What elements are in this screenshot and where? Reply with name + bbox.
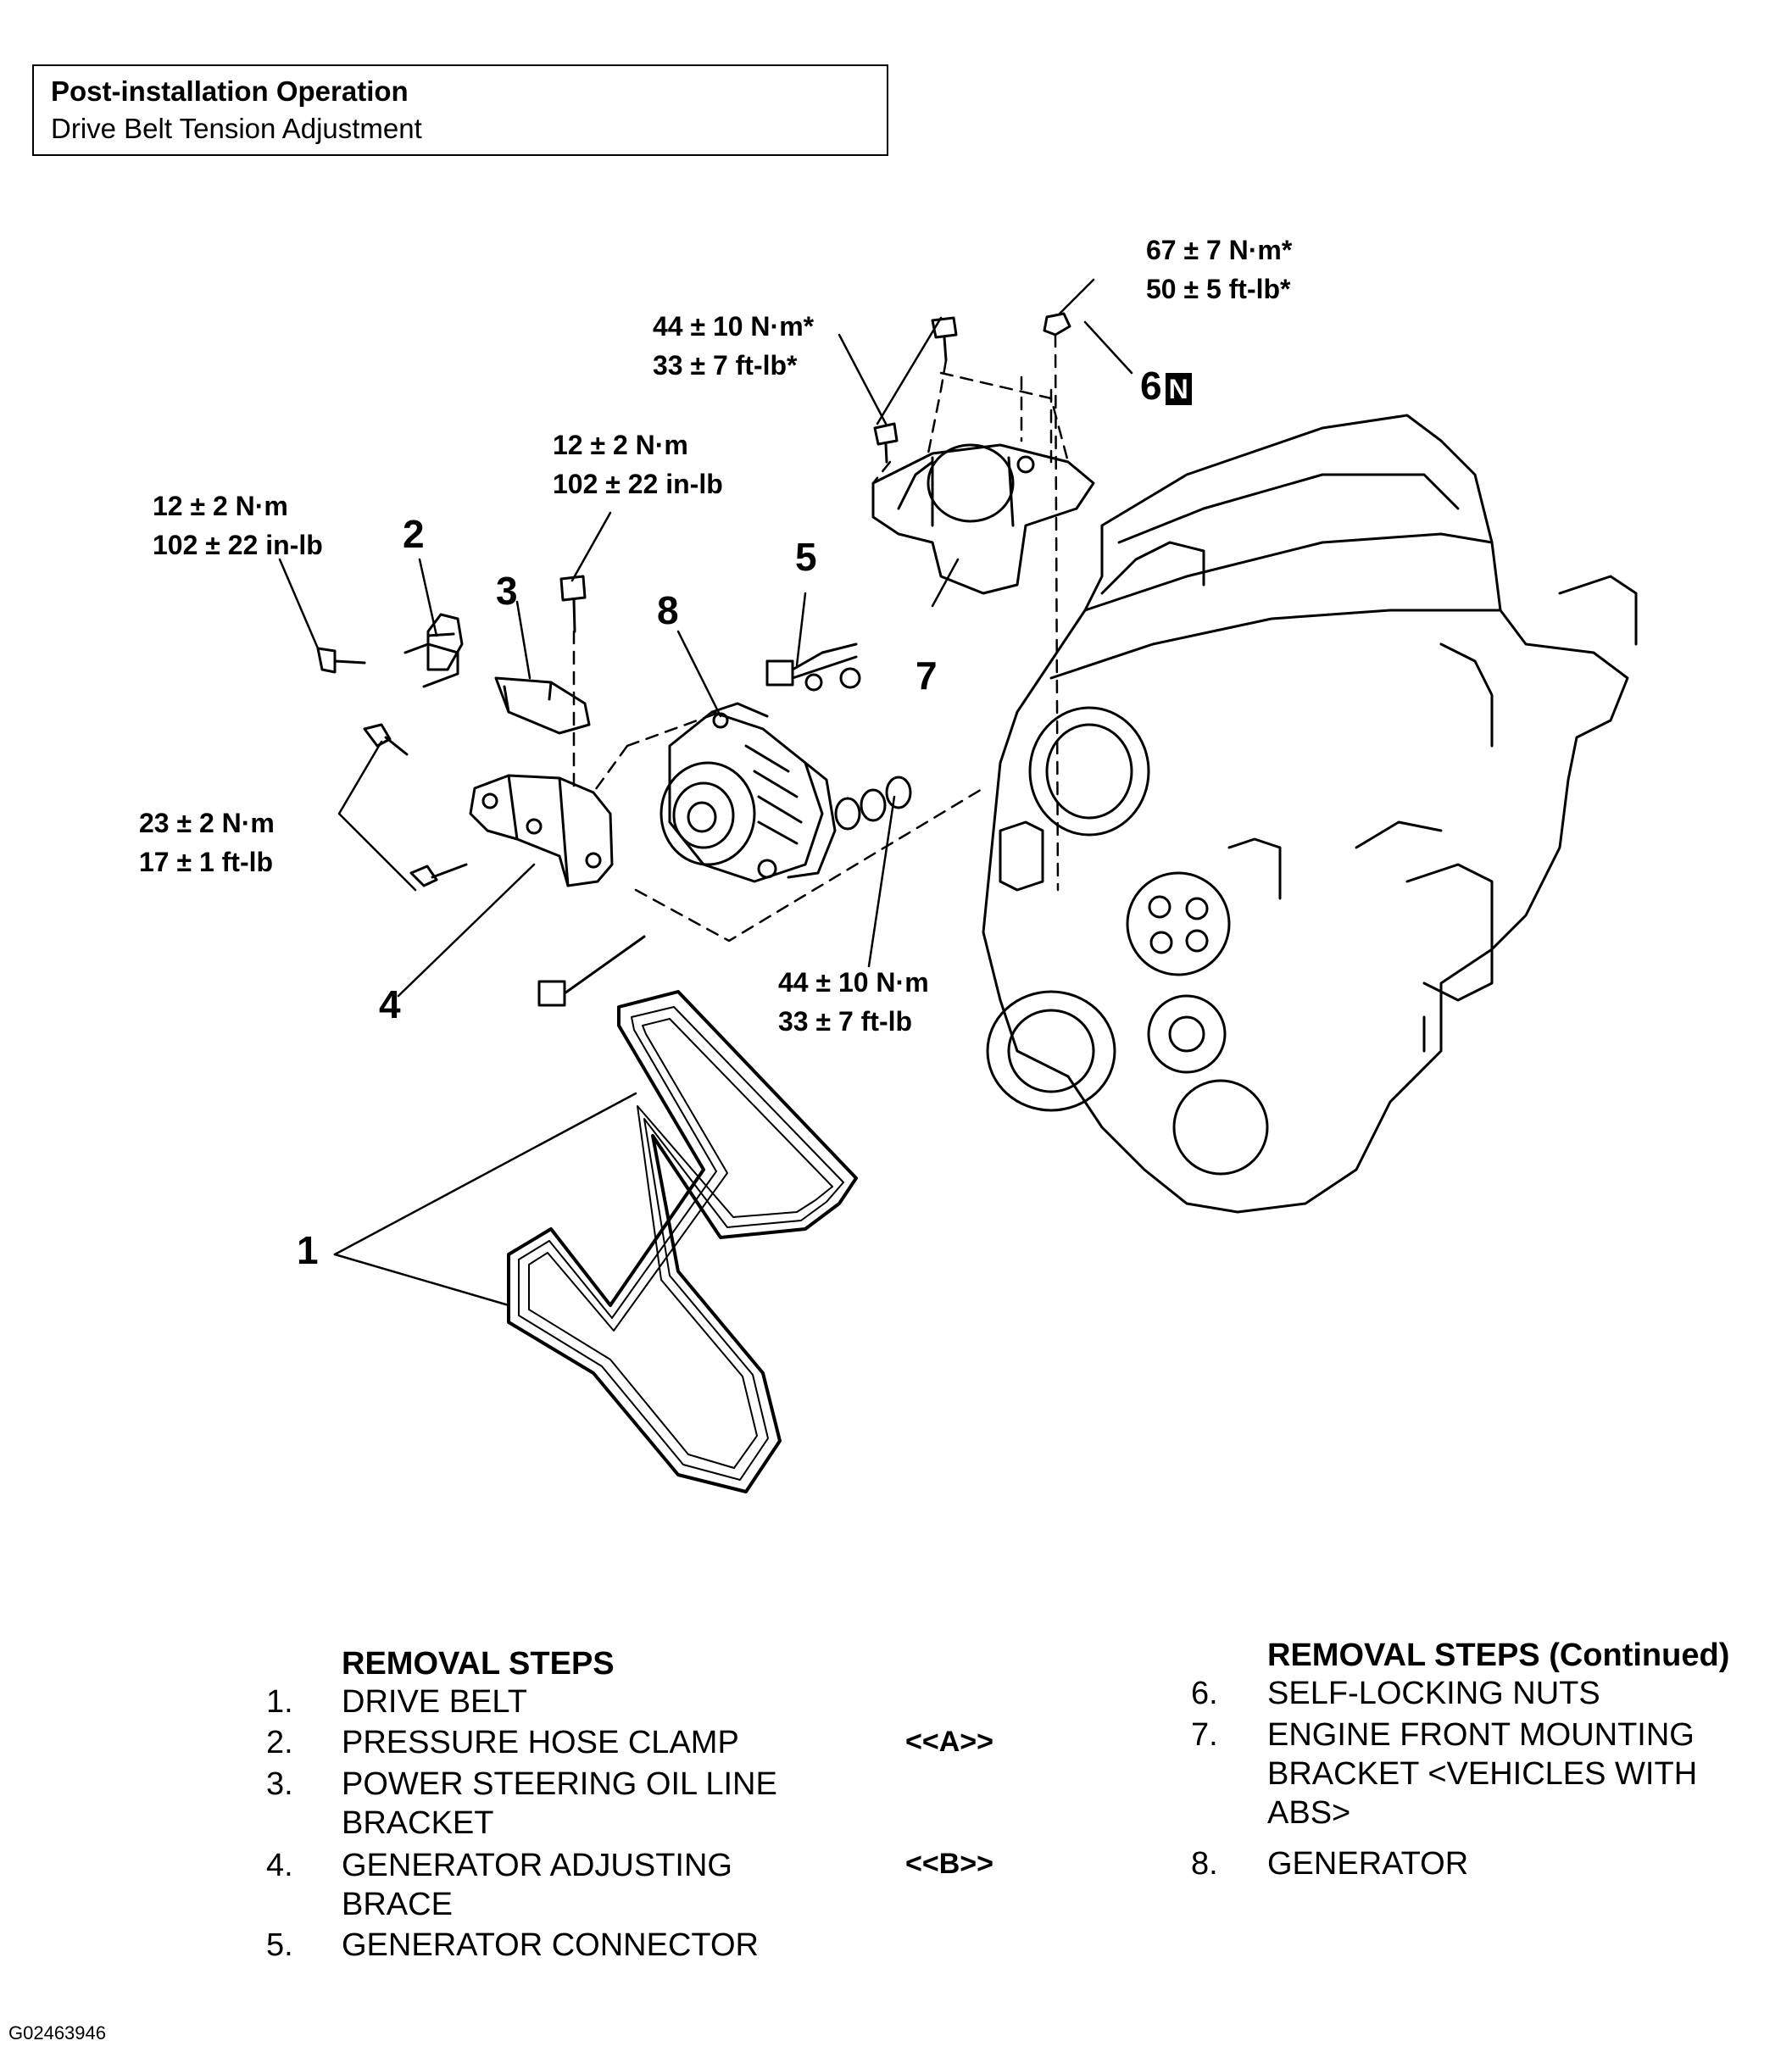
step-number: 2. <box>266 1725 293 1760</box>
torque-ft: 33 ± 7 ft-lb* <box>653 350 798 381</box>
step-text: PRESSURE HOSE CLAMP <box>342 1725 739 1760</box>
generator-connector <box>765 642 861 692</box>
step-text-cont: ABS> <box>1267 1795 1351 1831</box>
step-number: 8. <box>1191 1846 1218 1882</box>
part-number-6-text: 6 <box>1140 364 1162 408</box>
part-number-3: 3 <box>496 569 518 613</box>
procedure-ref-b: <<B>> <box>905 1848 993 1880</box>
step-number: 5. <box>266 1927 293 1963</box>
removal-steps-continued-title: REMOVAL STEPS (Continued) <box>1267 1638 1730 1673</box>
step-text-cont: BRACKET <VEHICLES WITH <box>1267 1756 1698 1792</box>
drive-belt <box>507 990 858 1493</box>
step-number: 4. <box>266 1848 293 1883</box>
part-number-8: 8 <box>657 588 679 632</box>
part-number-1: 1 <box>297 1228 319 1272</box>
step-text: GENERATOR <box>1267 1846 1469 1882</box>
part-number-2: 2 <box>403 512 425 556</box>
step-text: GENERATOR ADJUSTING <box>342 1848 732 1883</box>
step-text-cont: BRACE <box>342 1887 453 1922</box>
step-text: DRIVE BELT <box>342 1684 527 1720</box>
header-title: Post-installation Operation <box>51 75 409 107</box>
torque-label-generator-bolt: 44 ± 10 N·m 33 ± 7 ft-lb <box>778 963 929 1041</box>
torque-label-mount-bolts: 44 ± 10 N·m* 33 ± 7 ft-lb* <box>653 307 814 385</box>
torque-ft: 50 ± 5 ft-lb* <box>1146 274 1291 304</box>
oil-line-bracket <box>494 676 591 735</box>
header-subtitle: Drive Belt Tension Adjustment <box>51 113 422 144</box>
torque-ft: 33 ± 7 ft-lb <box>778 1006 913 1037</box>
step-number: 3. <box>266 1766 293 1802</box>
step-text: GENERATOR CONNECTOR <box>342 1927 759 1963</box>
new-part-badge: N <box>1165 372 1192 405</box>
adjusting-brace <box>469 774 614 887</box>
step-text: SELF-LOCKING NUTS <box>1267 1676 1600 1711</box>
torque-label-brace-bolts: 23 ± 2 N·m 17 ± 1 ft-lb <box>139 804 275 881</box>
procedure-ref-a: <<A>> <box>905 1726 993 1758</box>
torque-ft: 17 ± 1 ft-lb <box>139 847 274 877</box>
pressure-hose-clamp <box>403 613 464 688</box>
step-text-cont: BRACKET <box>342 1805 494 1841</box>
step-text: POWER STEERING OIL LINE <box>342 1766 777 1802</box>
step-number: 1. <box>266 1684 293 1720</box>
removal-steps-title: REMOVAL STEPS <box>342 1646 615 1682</box>
figure-id: G02463946 <box>8 2022 106 2044</box>
torque-nm: 12 ± 2 N·m <box>553 430 688 460</box>
torque-in: 102 ± 22 in-lb <box>153 530 323 560</box>
part-number-4: 4 <box>379 982 401 1026</box>
engine-assembly <box>982 414 1638 1214</box>
torque-in: 102 ± 22 in-lb <box>553 469 723 499</box>
torque-label-clamp-bolt: 12 ± 2 N·m 102 ± 22 in-lb <box>153 487 323 564</box>
torque-nm: 44 ± 10 N·m <box>778 967 929 998</box>
step-number: 6. <box>1191 1676 1218 1711</box>
torque-nm: 67 ± 7 N·m* <box>1146 235 1293 265</box>
torque-nm: 12 ± 2 N·m <box>153 491 288 521</box>
torque-label-brace-top-bolt: 12 ± 2 N·m 102 ± 22 in-lb <box>553 425 723 503</box>
part-number-5: 5 <box>795 535 817 579</box>
fasteners <box>316 312 1071 1007</box>
torque-nm: 23 ± 2 N·m <box>139 808 275 838</box>
torque-nm: 44 ± 10 N·m* <box>653 311 815 342</box>
front-mounting-bracket <box>871 443 1095 595</box>
step-number: 7. <box>1191 1717 1218 1753</box>
torque-label-self-locking-nut: 67 ± 7 N·m* 50 ± 5 ft-lb* <box>1146 231 1292 309</box>
generator <box>659 702 912 883</box>
part-number-7: 7 <box>915 653 938 698</box>
leader-lines <box>278 278 1133 1307</box>
assembly-dash-lines <box>572 333 1070 943</box>
header-box: Post-installation Operation Drive Belt T… <box>32 64 888 156</box>
step-text: ENGINE FRONT MOUNTING <box>1267 1717 1695 1753</box>
